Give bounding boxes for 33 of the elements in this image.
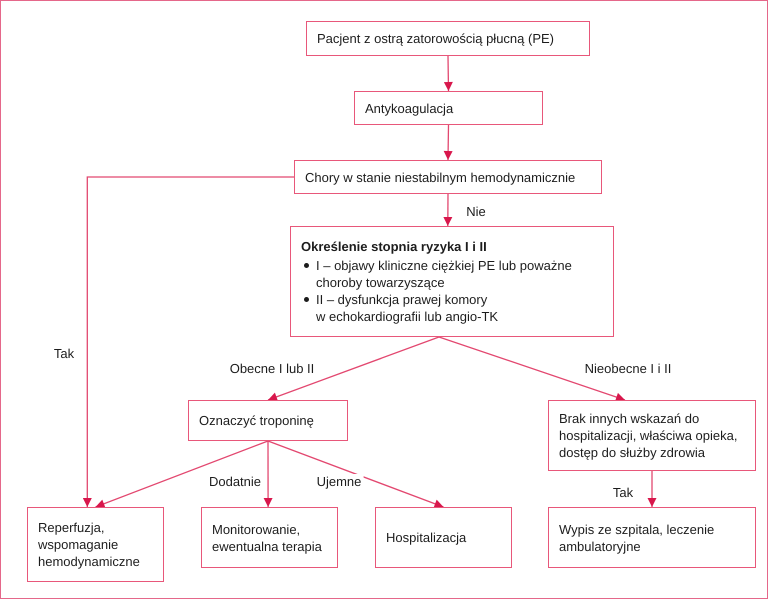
process-box — [548, 507, 756, 568]
process-box — [548, 400, 756, 471]
arrow — [268, 440, 444, 508]
bullet-item: II – dysfunkcja prawej komory w echokardiografii lub angio-TK — [316, 291, 500, 325]
arrow — [648, 471, 656, 507]
box-label: Monitorowanie, ewentualna terapia — [212, 520, 323, 554]
arrow — [444, 125, 453, 160]
arrow — [264, 441, 273, 507]
arrow — [95, 440, 268, 508]
arrow — [438, 336, 626, 402]
arrow — [444, 56, 453, 91]
process-box — [294, 160, 602, 194]
box-label: Brak innych wskazań do hospitalizacji, właściwa opieka, dostęp do służby zdrowia — [559, 410, 738, 461]
box-label: Antykoagulacja — [365, 100, 454, 116]
box-label: Reperfuzja, wspomaganie hemodynamiczne — [38, 519, 141, 570]
box-label: Oznaczyć troponinę — [199, 412, 314, 429]
box-label: Wypis ze szpitala, leczenie ambulatoryjne — [559, 520, 716, 554]
arrow — [268, 336, 440, 402]
process-box — [306, 21, 590, 56]
box-label: Chory w stanie niestabilnym hemodynamicznie — [305, 168, 576, 186]
box-label: Hospitalizacja — [386, 529, 466, 546]
process-box — [27, 507, 164, 582]
process-box — [375, 507, 512, 568]
process-box — [354, 91, 543, 125]
bullet-item: I – objawy kliniczne ciężkiej PE lub poważne choroby towarzyszące — [316, 257, 573, 291]
box-heading: Określenie stopnia ryzyka I i II — [301, 238, 487, 255]
edge-label: Ujemne — [314, 474, 364, 490]
process-box — [188, 400, 348, 441]
process-box — [290, 226, 614, 337]
arrow — [82, 176, 294, 507]
arrow — [443, 194, 452, 226]
process-box — [201, 507, 338, 568]
box-label: Pacjent z ostrą zatorowością płucną (PE) — [317, 30, 554, 47]
